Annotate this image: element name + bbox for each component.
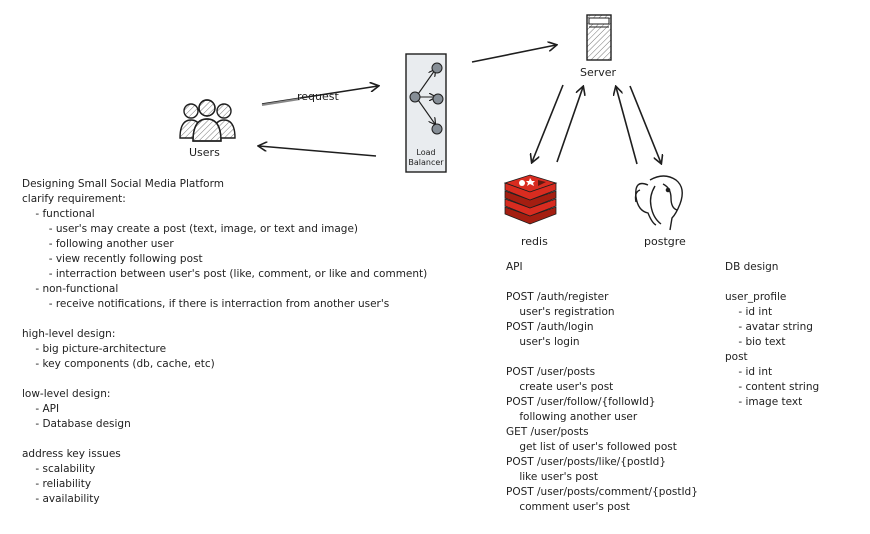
api-line: POST /auth/register [506, 291, 609, 303]
notes-line [22, 312, 427, 327]
db-line: - bio text [725, 336, 786, 348]
notes-line: - functional [22, 208, 95, 220]
db-design-notes: DB design user_profile - id int - avatar … [725, 260, 819, 410]
api-line: POST /user/posts [506, 366, 596, 378]
db-line: - avatar string [725, 321, 813, 333]
notes-line [22, 432, 427, 447]
api-line: POST /auth/login [506, 321, 594, 333]
api-design-notes: API POST /auth/register user's registrati… [506, 260, 698, 515]
load-balancer-label: Load Balancer [408, 148, 444, 167]
notes-line: - view recently following post [22, 253, 203, 265]
notes-line: high-level design: [22, 328, 116, 340]
notes-line: - reliability [22, 478, 92, 490]
request-label: request [297, 90, 339, 103]
db-line: - content string [725, 381, 820, 393]
postgres-to-server-arrow [616, 87, 638, 165]
api-line: API [506, 261, 523, 273]
db-line: - id int [725, 306, 773, 318]
redis-to-server-arrow [556, 87, 583, 163]
notes-line: Designing Small Social Media Platform [22, 178, 224, 190]
server-to-postgres-arrow [629, 85, 661, 163]
api-line: POST /user/posts/comment/{postId} [506, 486, 698, 498]
users-label: Users [189, 146, 220, 159]
notes-line: - following another user [22, 238, 174, 250]
db-line: post [725, 351, 748, 363]
api-line: GET /user/posts [506, 426, 589, 438]
server-to-redis-arrow [532, 84, 564, 162]
server-label: Server [580, 66, 617, 79]
api-line [506, 350, 698, 365]
db-line: user_profile [725, 291, 787, 303]
response-arrow [259, 146, 377, 157]
notes-line: clarify requirement: [22, 193, 126, 205]
api-line: user's registration [506, 306, 615, 318]
notes-line: - interraction between user's post (like… [22, 268, 428, 280]
load-balancer-icon [405, 53, 447, 173]
db-line: - id int [725, 366, 773, 378]
notes-line: address key issues [22, 448, 121, 460]
notes-line: - big picture-architecture [22, 343, 167, 355]
users-icon [179, 99, 236, 142]
api-line: POST /user/follow/{followId} [506, 396, 656, 408]
notes-line: - key components (db, cache, etc) [22, 358, 215, 370]
notes-line: - non-functional [22, 283, 119, 295]
redis-icon [503, 174, 558, 225]
notes-line: - availability [22, 493, 100, 505]
api-line: create user's post [506, 381, 614, 393]
api-line: user's login [506, 336, 580, 348]
db-line: - image text [725, 396, 803, 408]
requirements-notes: Designing Small Social Media Platform cla… [22, 177, 427, 507]
notes-line: - receive notifications, if there is int… [22, 298, 390, 310]
redis-label: redis [521, 235, 548, 248]
api-line [506, 275, 698, 290]
db-line [725, 275, 819, 290]
api-line: get list of user's followed post [506, 441, 677, 453]
notes-line: - user's may create a post (text, image,… [22, 223, 358, 235]
db-line: DB design [725, 261, 779, 273]
notes-line: - scalability [22, 463, 96, 475]
notes-line: - API [22, 403, 60, 415]
postgre-label: postgre [644, 235, 686, 248]
server-icon [586, 14, 612, 61]
notes-line [22, 372, 427, 387]
api-line: following another user [506, 411, 638, 423]
lb-to-server-arrow [471, 45, 556, 63]
api-line: comment user's post [506, 501, 630, 513]
api-line: POST /user/posts/like/{postId} [506, 456, 667, 468]
api-line: like user's post [506, 471, 598, 483]
postgres-icon [634, 175, 683, 231]
notes-line: low-level design: [22, 388, 111, 400]
notes-line: - Database design [22, 418, 131, 430]
